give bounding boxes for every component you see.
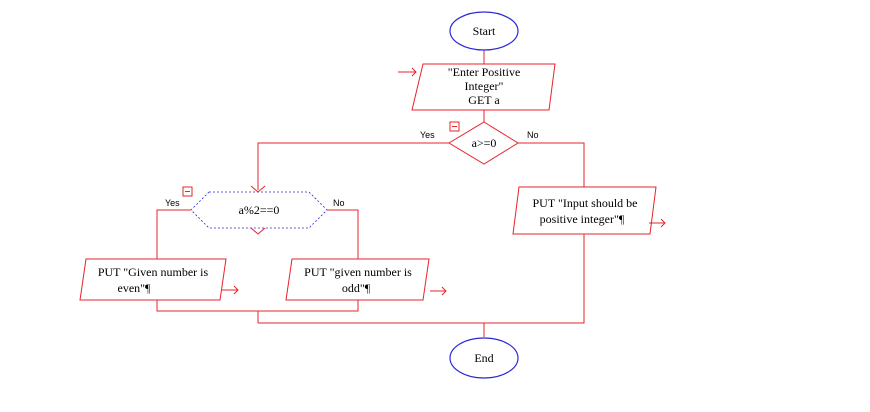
output-invalid-line-1: PUT "Input should be [532,196,637,210]
connector-parity-no [327,209,359,259]
output-invalid-shape [512,186,657,235]
input-shape [411,63,556,111]
output-odd-line-2: odd"¶ [342,281,371,295]
connector-no-branch [518,142,585,187]
input-node[interactable]: "Enter Positive Integer" GET a [398,63,556,111]
decision-parity-no-label: No [333,198,345,208]
output-even-shape [79,258,227,301]
connector-parity-yes [156,209,191,259]
decision-parity-label: a%2==0 [239,203,280,217]
exit-arrow-icon [649,218,666,228]
connector-invalid-merge [258,234,585,324]
parity-chevron-top [250,185,266,193]
entry-arrow-icon [398,67,417,77]
decision-main-shape [448,121,519,165]
output-even-node[interactable]: PUT "Given number is even"¶ [79,258,239,301]
output-invalid-line-2: positive integer"¶ [540,212,625,226]
connector-yes-branch [257,142,449,190]
decision-main-label: a>=0 [472,136,497,150]
parity-chevron-bottom [250,227,266,235]
output-even-line-2: even"¶ [118,281,152,295]
connectors [156,49,585,337]
end-label: End [474,351,493,365]
input-line-1: "Enter Positive [448,65,521,79]
decision-main-no-label: No [527,130,539,140]
decision-parity-shape [190,191,328,229]
end-ellipse [449,337,519,379]
decision-parity[interactable]: a%2==0 Yes No [165,185,345,235]
input-line-2: Integer" [465,79,504,93]
output-odd-line-1: PUT "given number is [304,265,412,279]
input-line-3: GET a [468,93,500,107]
decision-parity-yes-label: Yes [165,198,180,208]
output-odd-node[interactable]: PUT "given number is odd"¶ [285,258,447,301]
connector-even-merge [156,300,359,312]
decision-main-yes-label: Yes [420,130,435,140]
start-label: Start [473,24,496,38]
output-invalid-node[interactable]: PUT "Input should be positive integer"¶ [512,186,666,235]
output-even-line-1: PUT "Given number is [98,265,209,279]
collapse-icon[interactable] [182,186,193,197]
decision-main[interactable]: a>=0 Yes No [420,121,539,165]
exit-arrow-icon [222,285,239,295]
end-node[interactable]: End [449,337,519,379]
exit-arrow-icon [430,286,447,296]
start-node[interactable]: Start [449,11,519,51]
collapse-icon[interactable] [449,121,460,132]
output-odd-shape [285,258,430,301]
start-ellipse [449,11,519,51]
